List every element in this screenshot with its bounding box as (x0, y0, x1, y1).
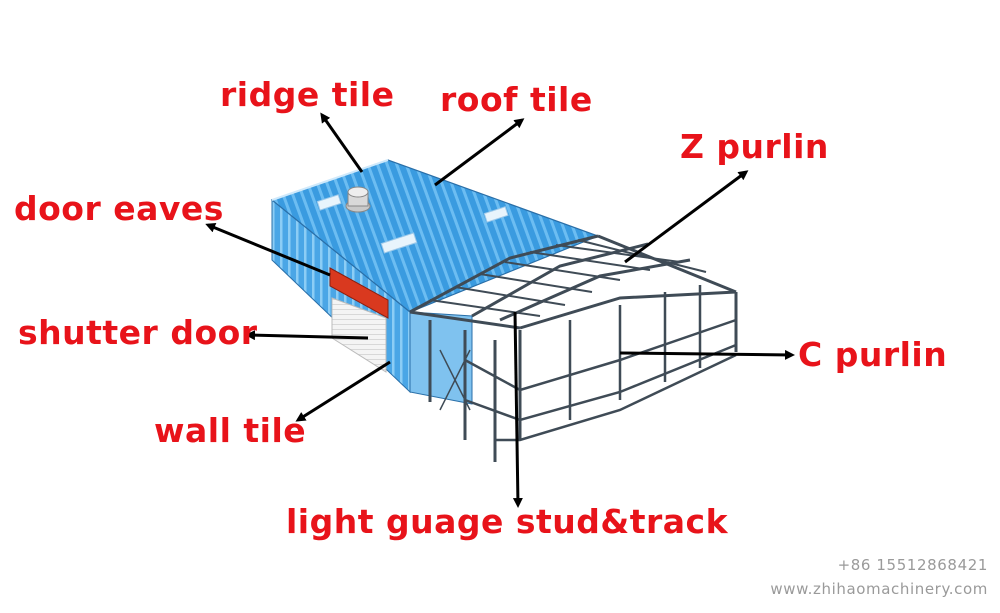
front-wall (409, 311, 473, 405)
label-c-purlin: C purlin (798, 335, 948, 374)
arrow-ridge-tile (320, 112, 364, 173)
roof-ventilator (345, 186, 371, 213)
arrow-z-purlin (624, 170, 749, 264)
arrow-c-purlin (619, 349, 795, 360)
skylight (483, 206, 509, 223)
label-stud-track: light guage stud&track (286, 502, 729, 541)
arrow-door-eaves (205, 223, 331, 277)
skylight (380, 232, 418, 254)
door-eaves-canopy (329, 267, 389, 319)
label-ridge-tile: ridge tile (220, 75, 395, 114)
label-door-eaves: door eaves (14, 189, 224, 228)
arrow-stud-track (512, 311, 523, 508)
watermark-website: www.zhihaomachinery.com (770, 580, 988, 598)
label-wall-tile: wall tile (154, 411, 307, 450)
ridge-line (271, 159, 389, 201)
skylight (316, 194, 342, 211)
shutter-door-panel (331, 297, 387, 373)
watermark-phone: +86 15512868421 (837, 556, 988, 574)
label-z-purlin: Z purlin (680, 127, 829, 166)
label-roof-tile: roof tile (440, 80, 593, 119)
steel-frame (409, 234, 738, 462)
pointer-arrows (205, 112, 795, 508)
arrow-shutter-door (245, 330, 369, 341)
arrow-wall-tile (295, 360, 391, 422)
building-walls (271, 198, 473, 405)
label-shutter-door: shutter door (18, 313, 258, 352)
arrow-roof-tile (434, 118, 525, 187)
